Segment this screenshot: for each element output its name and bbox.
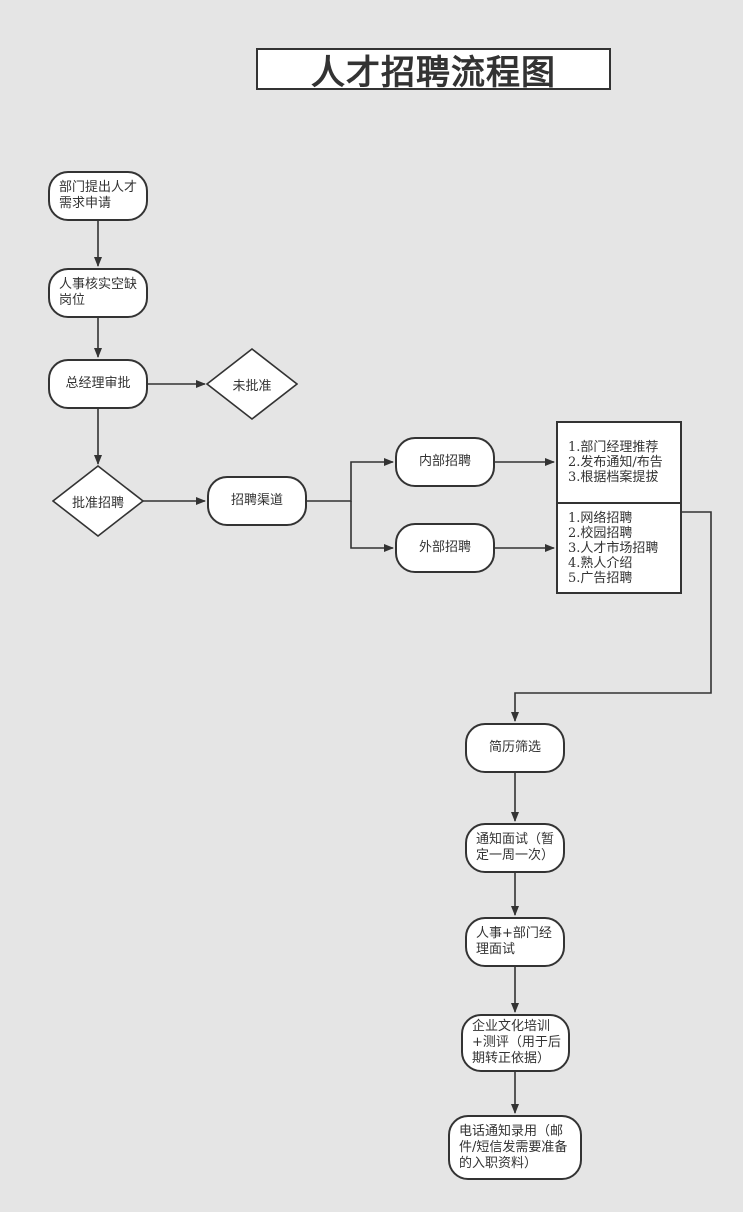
- node-channels-label: 招聘渠道: [230, 493, 283, 508]
- node-approved-label: 批准招聘: [71, 495, 124, 511]
- node-external-recruitment[interactable]: 外部招聘: [395, 523, 495, 573]
- external-method-item: 2.校园招聘: [568, 525, 633, 541]
- external-method-item: 1.网络招聘: [568, 510, 633, 526]
- external-method-item: 3.人才市场招聘: [568, 540, 659, 556]
- node-joint-interview[interactable]: 人事+部门经理面试: [465, 917, 565, 967]
- internal-methods-box: 1.部门经理推荐 2.发布通知/布告 3.根据档案提拔: [556, 421, 682, 504]
- internal-method-item: 1.部门经理推荐: [568, 440, 659, 455]
- node-resume-screening[interactable]: 简历筛选: [465, 723, 565, 773]
- edge-methods-to-screening: [511, 511, 712, 722]
- node-culture-training-label: 企业文化培训+测评（用于后期转正依据）: [472, 1019, 561, 1066]
- node-internal-label: 内部招聘: [418, 454, 471, 469]
- node-notify-interview[interactable]: 通知面试（暂定一周一次）: [465, 823, 565, 873]
- internal-method-item: 2.发布通知/布告: [568, 455, 663, 470]
- node-resume-screening-label: 简历筛选: [488, 740, 541, 755]
- edge-channels-to-external: [350, 501, 394, 552]
- node-dept-request-label: 部门提出人才需求申请: [59, 180, 138, 211]
- external-method-item: 5.广告招聘: [568, 570, 633, 586]
- node-not-approved[interactable]: 未批准: [206, 348, 298, 420]
- node-phone-notice[interactable]: 电话通知录用（邮件/短信发需要准备的入职资料）: [448, 1115, 582, 1180]
- decision-shape: [52, 465, 144, 537]
- node-hr-verify-label: 人事核实空缺岗位: [59, 277, 138, 308]
- external-method-item: 4.熟人介绍: [568, 555, 633, 571]
- node-culture-training[interactable]: 企业文化培训+测评（用于后期转正依据）: [461, 1014, 570, 1072]
- decision-shape: [206, 348, 298, 420]
- node-dept-request[interactable]: 部门提出人才需求申请: [48, 171, 148, 221]
- node-notify-interview-label: 通知面试（暂定一周一次）: [476, 832, 555, 863]
- node-phone-notice-label: 电话通知录用（邮件/短信发需要准备的入职资料）: [459, 1123, 568, 1171]
- edge-channels-to-internal: [307, 458, 394, 502]
- node-channels[interactable]: 招聘渠道: [207, 476, 307, 526]
- node-external-label: 外部招聘: [418, 540, 471, 555]
- node-not-approved-label: 未批准: [232, 378, 272, 394]
- node-approved[interactable]: 批准招聘: [52, 465, 144, 537]
- node-gm-approval[interactable]: 总经理审批: [48, 359, 148, 409]
- node-internal-recruitment[interactable]: 内部招聘: [395, 437, 495, 487]
- external-methods-box: 1.网络招聘 2.校园招聘 3.人才市场招聘 4.熟人介绍 5.广告招聘: [556, 502, 682, 594]
- node-joint-interview-label: 人事+部门经理面试: [476, 926, 552, 957]
- page-title: 人才招聘流程图: [256, 48, 611, 93]
- internal-method-item: 3.根据档案提拔: [568, 470, 659, 485]
- node-hr-verify[interactable]: 人事核实空缺岗位: [48, 268, 148, 318]
- node-gm-approval-label: 总经理审批: [65, 376, 131, 391]
